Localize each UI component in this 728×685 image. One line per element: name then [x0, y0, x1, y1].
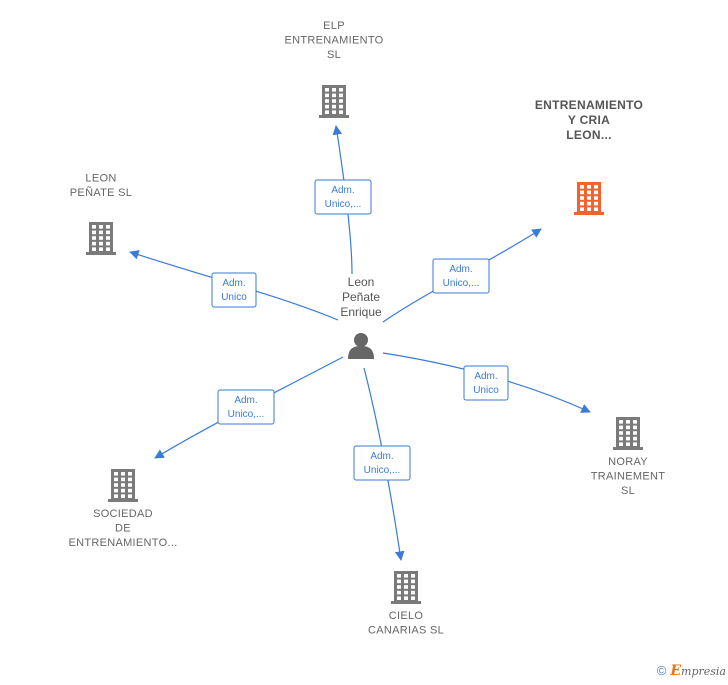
person-label[interactable]: Enrique: [340, 305, 382, 319]
relation-label-text: Adm.: [331, 185, 354, 196]
building-icon[interactable]: [613, 417, 643, 450]
company-label[interactable]: SL: [327, 49, 341, 61]
brand-initial: E: [670, 663, 682, 679]
company-label[interactable]: PEÑATE SL: [70, 186, 132, 199]
company-label[interactable]: SOCIEDAD: [93, 508, 153, 520]
company-label[interactable]: ENTRENAMIENTO: [284, 35, 383, 47]
company-label[interactable]: ELP: [323, 20, 345, 32]
company-node-sociedad[interactable]: SOCIEDAD DE ENTRENAMIENTO...: [68, 469, 177, 549]
company-label[interactable]: LEON: [85, 173, 116, 185]
relation-label-box[interactable]: [217, 389, 275, 425]
company-label[interactable]: NORAY: [608, 456, 648, 468]
edge-cielo: Adm. Unico,...: [353, 367, 411, 561]
relation-label-text: Adm.: [222, 278, 245, 289]
person-label[interactable]: Peñate: [342, 290, 380, 304]
relation-label-box[interactable]: [211, 272, 257, 308]
building-icon[interactable]: [108, 469, 138, 502]
edge-entrenamiento-cria: Adm. Unico,...: [382, 228, 542, 323]
relation-label-text: Adm.: [449, 264, 472, 275]
relation-label-text: Unico: [221, 292, 247, 303]
brand-name: mpresia: [681, 665, 726, 678]
relation-label-box[interactable]: [463, 365, 509, 401]
company-label[interactable]: LEON...: [566, 128, 611, 142]
building-icon[interactable]: [86, 222, 116, 255]
company-node-cielo[interactable]: CIELO CANARIAS SL: [368, 571, 444, 637]
relation-label-box[interactable]: [314, 179, 372, 215]
relation-label-text: Unico: [473, 385, 499, 396]
relation-label-text: Unico,...: [443, 278, 480, 289]
building-icon[interactable]: [319, 85, 349, 118]
relation-label-box[interactable]: [353, 445, 411, 481]
building-icon[interactable]: [391, 571, 421, 604]
company-label[interactable]: CANARIAS SL: [368, 625, 444, 637]
relation-label-text: Adm.: [474, 371, 497, 382]
company-label[interactable]: SL: [621, 485, 635, 497]
footer-brand: ©Empresia: [657, 663, 726, 679]
relation-label-text: Adm.: [234, 395, 257, 406]
company-label[interactable]: ENTRENAMIENTO...: [68, 537, 177, 549]
relation-label-text: Unico,...: [228, 409, 265, 420]
company-label[interactable]: CIELO: [389, 610, 424, 622]
relation-label-box[interactable]: [432, 258, 490, 294]
relation-label-text: Unico,...: [325, 199, 362, 210]
building-icon[interactable]: [574, 182, 604, 215]
copyright-symbol: ©: [656, 663, 667, 678]
edge-sociedad: Adm. Unico,...: [154, 356, 344, 459]
company-node-elp[interactable]: ELP ENTRENAMIENTO SL: [284, 20, 383, 118]
company-label[interactable]: Y CRIA: [568, 113, 610, 127]
company-node-noray[interactable]: NORAY TRAINEMENT SL: [591, 417, 666, 497]
company-label[interactable]: ENTRENAMIENTO: [535, 98, 643, 112]
relation-label-text: Adm.: [370, 451, 393, 462]
relation-label-text: Unico,...: [364, 465, 401, 476]
edge-elp: Adm. Unico,...: [314, 125, 372, 275]
company-label[interactable]: TRAINEMENT: [591, 471, 666, 483]
person-icon[interactable]: [348, 333, 374, 359]
edge-noray: Adm. Unico: [382, 352, 591, 413]
company-label[interactable]: DE: [115, 523, 131, 535]
person-label[interactable]: Leon: [348, 275, 375, 289]
edge-leon-penate: Adm. Unico: [129, 250, 339, 321]
